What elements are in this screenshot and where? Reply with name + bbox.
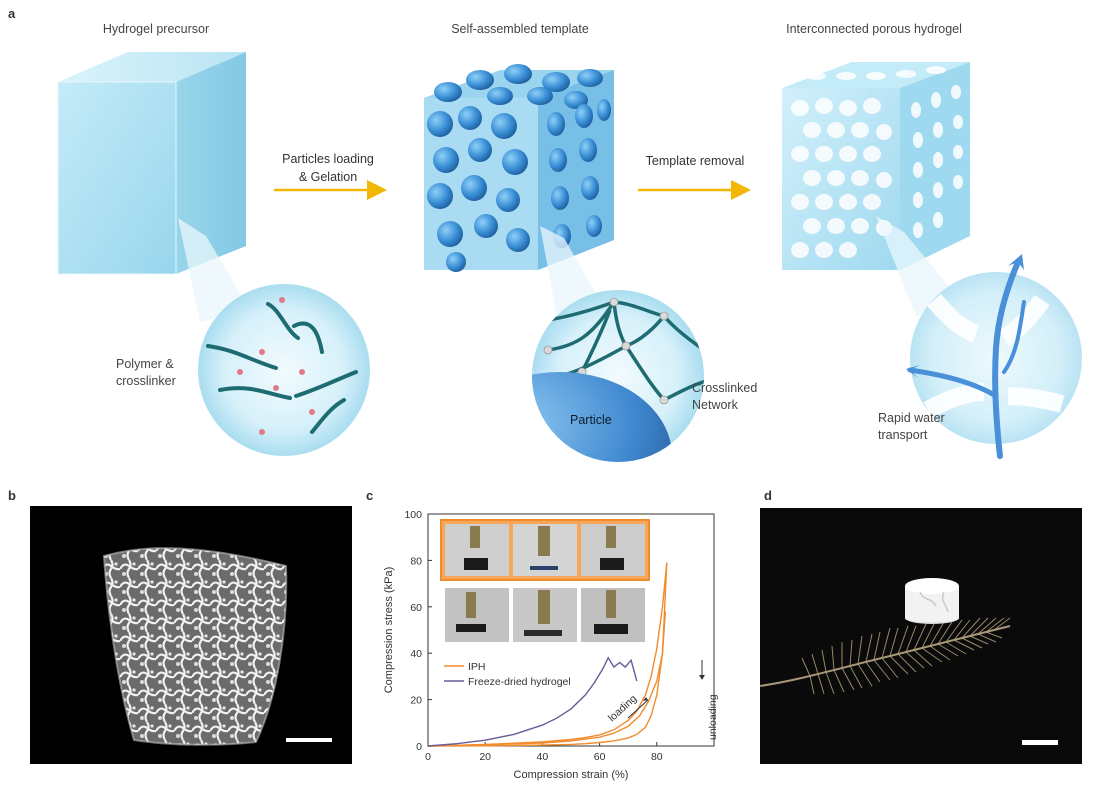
- x-tick-label: 60: [594, 751, 606, 763]
- x-axis-title: Compression strain (%): [514, 769, 629, 781]
- scale-bar: [286, 738, 332, 742]
- arrow2-label: Template removal: [645, 154, 745, 168]
- x-tick-label: 0: [425, 751, 431, 763]
- y-tick-label: 40: [410, 648, 422, 660]
- panel-d-letter: d: [764, 488, 772, 503]
- zoom-wedge: [876, 216, 960, 316]
- stage3-title: Interconnected porous hydrogel: [786, 22, 962, 36]
- hydrogel-cube: [57, 52, 246, 275]
- polymer-label-line1: Polymer &: [116, 357, 174, 371]
- unloading-annotation: unloading: [699, 660, 719, 740]
- y-axis-title: Compression stress (kPa): [383, 567, 395, 694]
- series-line-2: [427, 611, 667, 747]
- polymer-zoom-circle: [198, 284, 370, 456]
- porous-hydrogel-sample: [905, 578, 959, 624]
- series-line-3: [427, 656, 638, 747]
- chart-legend: IPH Freeze-dried hydrogel: [444, 661, 571, 688]
- panel-a-illustration: [57, 52, 1082, 462]
- network-label-line2: Network: [692, 398, 738, 412]
- loading-arrowhead: [643, 697, 648, 701]
- network-label: Crosslinked Network: [692, 380, 757, 414]
- legend-fd: Freeze-dried hydrogel: [468, 676, 571, 688]
- y-tick-label: 100: [404, 509, 422, 521]
- scale-bar: [1022, 740, 1058, 745]
- annot-unloading: unloading: [707, 694, 719, 740]
- template-cube: [424, 64, 614, 272]
- y-tick-label: 80: [410, 555, 422, 567]
- micro-ct-image: [30, 506, 352, 764]
- x-tick-label: 20: [479, 751, 491, 763]
- arrow1-label-line2: & Gelation: [298, 170, 358, 184]
- porous-cube: [782, 62, 970, 270]
- water-label-line1: Rapid water: [878, 411, 945, 425]
- loading-annotation: loading: [606, 693, 649, 725]
- water-label-line2: transport: [878, 428, 928, 442]
- water-transport-circle: [906, 254, 1082, 459]
- compression-photo-inset: [440, 519, 650, 642]
- y-tick-label: 60: [410, 602, 422, 614]
- loading-arrow: [627, 699, 649, 719]
- feather-photo: [760, 508, 1082, 764]
- zoom-wedge: [178, 218, 250, 322]
- panel-c-letter: c: [366, 488, 374, 503]
- x-tick-label: 80: [651, 751, 663, 763]
- water-label: Rapid water transport: [878, 410, 945, 444]
- y-tick-label: 0: [416, 741, 422, 753]
- arrow1-label-line1: Particles loading: [282, 152, 374, 166]
- stage1-title: Hydrogel precursor: [102, 22, 210, 36]
- plot-frame: [427, 513, 715, 747]
- y-tick-label: 20: [410, 695, 422, 707]
- annot-loading: loading: [606, 693, 639, 725]
- network-label-line1: Crosslinked: [692, 381, 758, 395]
- arrow1-label: Particles loading & Gelation: [268, 150, 388, 186]
- particle-label: Particle: [570, 413, 612, 427]
- feather-barbs: [801, 617, 1011, 695]
- polymer-label: Polymer & crosslinker: [116, 356, 176, 390]
- panel-b-letter: b: [8, 488, 16, 503]
- legend-iph: IPH: [468, 661, 486, 673]
- stage2-title: Self-assembled template: [451, 22, 589, 36]
- polymer-label-line2: crosslinker: [116, 374, 176, 388]
- x-tick-label: 40: [537, 751, 549, 763]
- series-line-1: [427, 562, 668, 747]
- panel-a-letter: a: [8, 6, 16, 21]
- unloading-arrowhead: [699, 675, 705, 680]
- network-zoom-circle: [532, 290, 704, 462]
